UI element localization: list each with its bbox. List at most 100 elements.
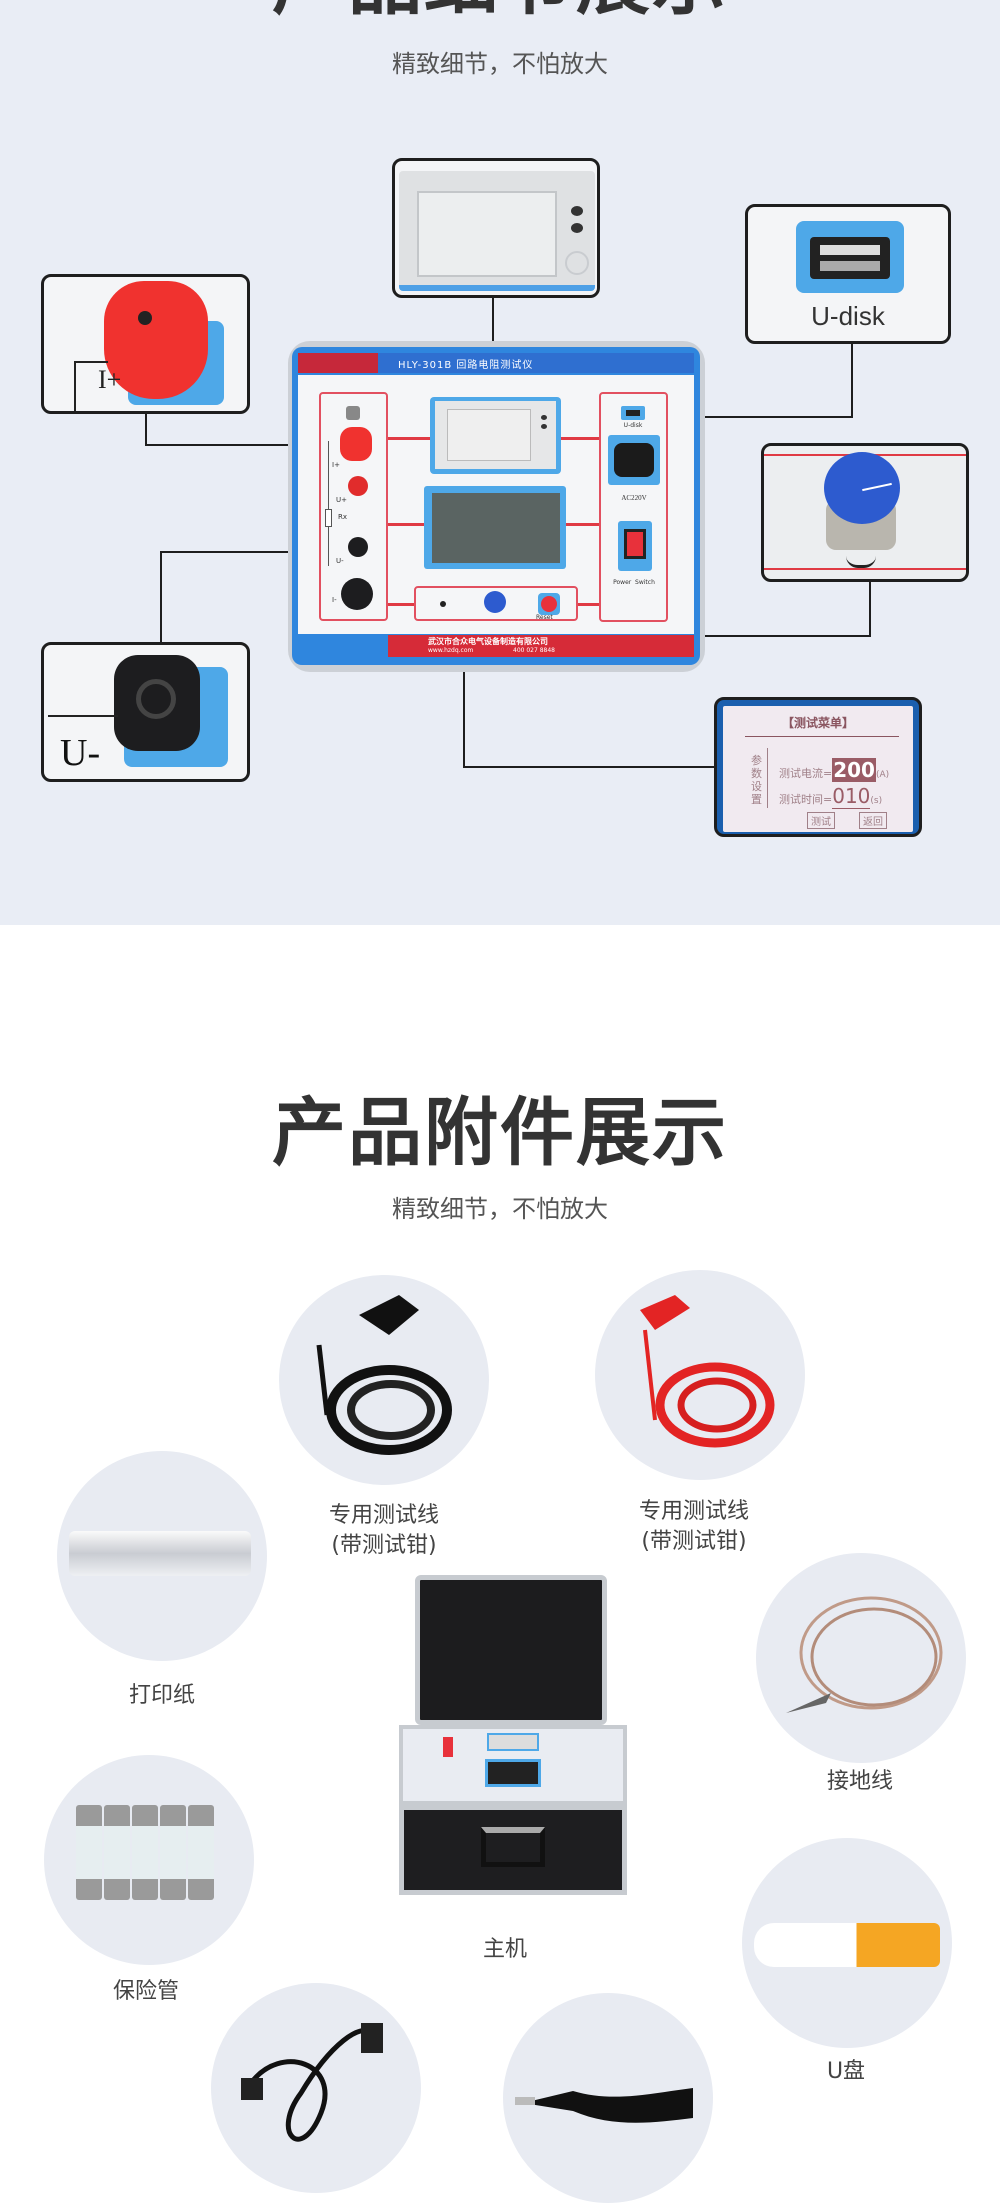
- accessory-power-cord: [211, 1983, 421, 2193]
- details-section: 产品细节展示 精致细节，不怕放大 U-disk I+: [0, 0, 1000, 925]
- i-plus-terminal: [340, 427, 372, 461]
- resistor-icon: [325, 509, 332, 527]
- contrast-icon: [440, 601, 446, 607]
- callout-u-minus: U-: [41, 642, 250, 782]
- panel-knob[interactable]: [484, 591, 506, 613]
- power-switch[interactable]: [618, 521, 652, 571]
- black-test-lead-label: 专用测试线 (带测试钳): [254, 1501, 514, 1561]
- instrument-panel: HLY-301B 回路电阻测试仪 I+ U+ Rx U- I-: [288, 341, 705, 672]
- usb-drive-label: U盘: [826, 2059, 866, 2084]
- power-inlet: [608, 435, 660, 485]
- label-line2: (带测试钳): [641, 1529, 747, 1554]
- panel-header-title: HLY-301B 回路电阻测试仪: [398, 360, 534, 371]
- ground-terminal-icon: [346, 406, 360, 420]
- reset-button[interactable]: [538, 593, 560, 615]
- connector-line-uminus-h: [160, 551, 345, 553]
- connector-line-uminus: [160, 552, 162, 642]
- printer-button-icon: [571, 223, 583, 233]
- shoulder-strap-icon: [515, 2088, 693, 2123]
- accessories-title: 产品附件展示: [272, 1090, 728, 1176]
- company-name: 武汉市合众电气设备制造有限公司: [428, 637, 548, 646]
- accessory-fuses: [44, 1755, 254, 1965]
- callout-printer: [392, 158, 600, 298]
- lcd-menu-title: 【测试菜单】: [781, 716, 854, 730]
- ground-wire-icon: [786, 1596, 943, 1713]
- callout-i-plus: I+: [41, 274, 250, 414]
- control-group: [414, 586, 578, 621]
- red-test-lead-label: 专用测试线 (带测试钳): [564, 1497, 824, 1557]
- i-minus-terminal: [341, 578, 373, 610]
- accessory-red-test-lead: [595, 1270, 805, 1480]
- lcd-time-unit: (s): [870, 796, 883, 806]
- lcd-back-button[interactable]: 返回: [859, 812, 887, 829]
- lcd-side-label: 参数设置: [751, 754, 762, 806]
- details-subtitle: 精致细节，不怕放大: [392, 50, 608, 78]
- panel-lcd: [424, 486, 566, 569]
- ground-wire-label: 接地线: [826, 1769, 893, 1794]
- terminal-label-i-minus: I-: [332, 596, 337, 604]
- terminal-label-i-plus: I+: [332, 461, 340, 469]
- rotate-arrow-icon: [846, 556, 876, 568]
- usb-port-icon: [796, 221, 904, 293]
- lcd-current-value: 200: [832, 758, 876, 782]
- printer-paper-label: 打印纸: [128, 1683, 195, 1708]
- red-test-lead-icon: [640, 1295, 775, 1448]
- lcd-time-label: 测试时间=: [779, 793, 833, 806]
- label-line1: 专用测试线: [328, 1503, 439, 1528]
- connector-line-iplus-h: [145, 444, 345, 446]
- ac220v-label: AC220V: [621, 494, 647, 502]
- accessory-usb-drive: [742, 1838, 952, 2048]
- panel-printer: [430, 397, 561, 474]
- accessories-section: 产品附件展示 精致细节，不怕放大 专用测试线 (带测试钳) 专用测试线 (带测试钳)…: [0, 925, 1000, 2203]
- terminal-group: [319, 392, 388, 621]
- lcd-time-value: 010: [832, 784, 871, 809]
- accessories-subtitle: 精致细节，不怕放大: [392, 1195, 608, 1223]
- i-plus-label: I+: [98, 365, 122, 394]
- connector-line-udisk: [851, 344, 853, 417]
- accessory-ground-wire: [756, 1553, 966, 1763]
- panel-udisk-label: U-disk: [623, 422, 643, 429]
- black-test-lead-icon: [316, 1295, 452, 1455]
- label-line1: 专用测试线: [638, 1499, 749, 1524]
- power-switch-label: Power Switch: [613, 579, 655, 586]
- accessory-black-test-lead: [279, 1275, 489, 1485]
- terminal-label-rx: Rx: [338, 513, 348, 521]
- details-title: 产品细节展示: [0, 0, 1000, 20]
- reset-label: Reset: [536, 614, 553, 621]
- connector-line-udisk-h: [640, 416, 853, 418]
- red-terminal-icon: [104, 281, 208, 399]
- fuses-icon: [76, 1805, 214, 1900]
- paper-roll-icon: [69, 1531, 251, 1576]
- connector-line-knob: [869, 582, 871, 637]
- u-plus-terminal: [348, 476, 368, 496]
- lcd-current-label: 测试电流=: [779, 767, 833, 780]
- lcd-screen: 【测试菜单】 参数设置 测试电流=200(A) 测试时间=010(s) 测试 返…: [723, 706, 913, 832]
- usb-drive-icon: [754, 1923, 940, 1967]
- callout-lcd: 【测试菜单】 参数设置 测试电流=200(A) 测试时间=010(s) 测试 返…: [714, 697, 922, 837]
- knob-icon[interactable]: [824, 452, 900, 524]
- accessory-printer-paper: [57, 1451, 267, 1661]
- black-terminal-icon: [114, 655, 200, 751]
- connector-line-lcd-h: [463, 766, 715, 768]
- terminal-label-u-minus: U-: [336, 557, 344, 565]
- terminal-label-u-plus: U+: [336, 496, 347, 504]
- u-minus-terminal: [348, 537, 368, 557]
- usb-port[interactable]: [621, 406, 645, 420]
- printer-button-icon: [571, 206, 583, 216]
- fuses-label: 保险管: [112, 1979, 179, 2004]
- lcd-test-button[interactable]: 测试: [807, 812, 835, 829]
- udisk-label: U-disk: [811, 301, 885, 331]
- company-phone: 400 027 8848: [513, 647, 555, 654]
- main-unit-label: 主机: [482, 1937, 527, 1962]
- callout-knob: [761, 443, 969, 582]
- power-cord-icon: [241, 2023, 383, 2142]
- accessory-shoulder-strap: [503, 1993, 713, 2203]
- label-line2: (带测试钳): [331, 1533, 437, 1558]
- callout-udisk: U-disk: [745, 204, 951, 344]
- u-minus-label: U-: [60, 732, 101, 774]
- lcd-current-unit: (A): [875, 770, 890, 780]
- power-group: [599, 392, 668, 622]
- connector-line-iplus: [145, 414, 147, 446]
- printer-slot: [417, 191, 557, 277]
- main-unit-image: [395, 1575, 631, 1905]
